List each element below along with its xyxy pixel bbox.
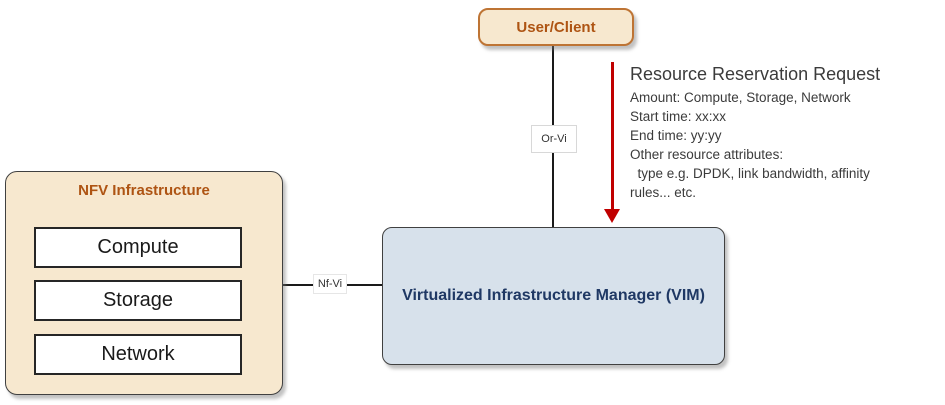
network-label: Network (101, 343, 175, 365)
nfv-infrastructure-node: NFV Infrastructure Compute Storage Netwo… (5, 171, 283, 395)
annotation-title: Resource Reservation Request (630, 64, 881, 84)
nf-vi-label-text: Nf-Vi (317, 278, 343, 290)
annotation-line-start-time: Start time: xx:xx (630, 109, 727, 124)
vim-node: Virtualized Infrastructure Manager (VIM) (382, 227, 725, 365)
reservation-request-arrowhead-icon (604, 209, 620, 223)
nfv-infrastructure-title: NFV Infrastructure (78, 182, 210, 199)
or-vi-label-text: Or-Vi (541, 133, 567, 145)
network-box: Network (34, 334, 242, 375)
annotation-line-amount: Amount: Compute, Storage, Network (630, 90, 851, 105)
user-client-label: User/Client (516, 18, 596, 36)
vim-label: Virtualized Infrastructure Manager (VIM) (402, 287, 705, 304)
annotation-line-rules: rules... etc. (630, 185, 697, 200)
nf-vi-label: Nf-Vi (313, 274, 347, 294)
or-vi-label: Or-Vi (531, 125, 577, 153)
annotation-line-other-attributes: Other resource attributes: (630, 147, 784, 162)
compute-label: Compute (97, 236, 179, 258)
user-client-node: User/Client (478, 8, 634, 46)
reservation-request-arrow (611, 62, 614, 210)
annotation-line-end-time: End time: yy:yy (630, 128, 722, 143)
annotation-line-type: type e.g. DPDK, link bandwidth, affinity (630, 166, 870, 181)
storage-label: Storage (102, 289, 174, 311)
reservation-request-annotation: Resource Reservation Request Amount: Com… (630, 63, 942, 202)
storage-box: Storage (34, 280, 242, 321)
compute-box: Compute (34, 227, 242, 268)
